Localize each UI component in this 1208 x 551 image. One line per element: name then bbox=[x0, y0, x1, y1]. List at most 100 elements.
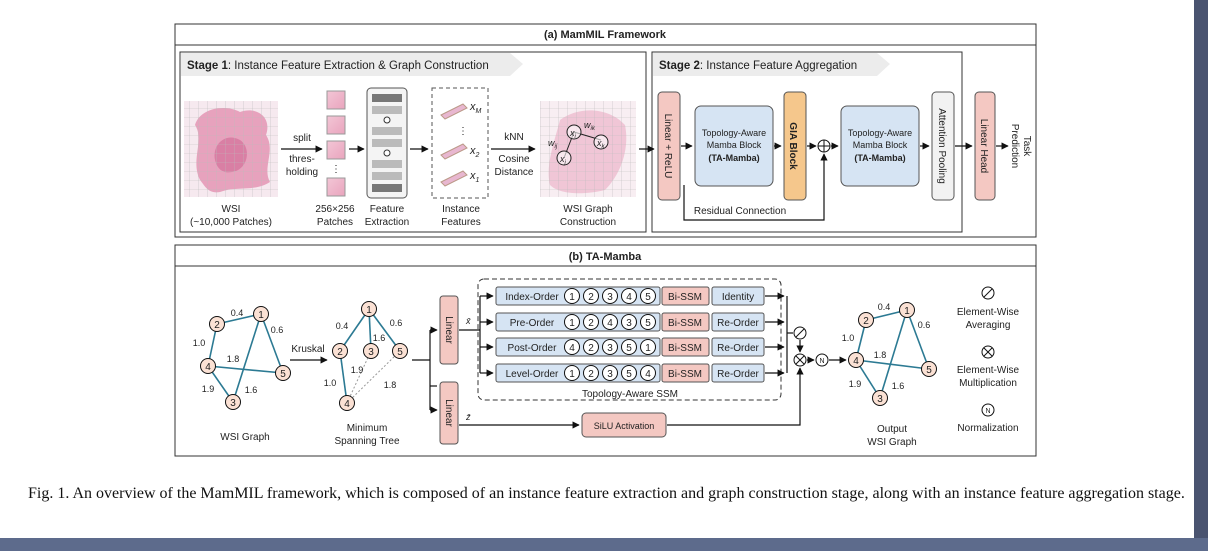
out-w6: 1.6 bbox=[892, 381, 905, 391]
holding-label: holding bbox=[286, 167, 318, 178]
normalization-node bbox=[815, 353, 829, 367]
x-2-label: x2 bbox=[469, 145, 480, 159]
figure-canvas: (a) MamMIL Framework Stage 1: Instance F… bbox=[174, 23, 1037, 457]
g1-w4: 1.8 bbox=[227, 354, 240, 364]
mst-w1: 0.4 bbox=[336, 321, 349, 331]
graph-label-1: WSI Graph bbox=[563, 204, 612, 215]
seq-node bbox=[564, 339, 580, 355]
bi-ssm-box bbox=[661, 363, 710, 383]
seq-node bbox=[564, 365, 580, 381]
order-label: Level-Order bbox=[506, 369, 559, 380]
patch-stack: ⋮ bbox=[326, 90, 346, 197]
seq-node-label: 3 bbox=[607, 292, 613, 303]
x-m-label: xM bbox=[469, 101, 482, 115]
attention-pooling-label: Attention Pooling bbox=[936, 108, 947, 184]
mst-w5: 1.0 bbox=[324, 378, 337, 388]
instance-label-1: Instance bbox=[442, 204, 480, 215]
seq-node bbox=[602, 314, 618, 330]
window-edge-right bbox=[1194, 0, 1208, 551]
bi-ssm-box bbox=[661, 337, 710, 357]
bi-ssm-box bbox=[661, 286, 710, 306]
bi-ssm-label: Bi-SSM bbox=[668, 343, 702, 354]
ta2-line3: (TA-Mamba) bbox=[854, 153, 905, 163]
g1-node-2: 2 bbox=[214, 320, 220, 331]
g1-node-4: 4 bbox=[205, 362, 211, 373]
seq-node-label: 2 bbox=[588, 318, 594, 329]
seq-node bbox=[640, 314, 656, 330]
ta1-line2: Mamba Block bbox=[707, 140, 762, 150]
topology-ssm-box bbox=[477, 278, 782, 401]
ta-mamba-block-2 bbox=[840, 105, 920, 187]
bi-ssm-label: Bi-SSM bbox=[668, 318, 702, 329]
g1-node-3: 3 bbox=[230, 398, 236, 409]
linear-z-label: Linear bbox=[443, 399, 454, 427]
knn-label: kNN bbox=[504, 132, 523, 143]
feature-extractor-icon bbox=[366, 87, 408, 199]
post-box bbox=[711, 286, 765, 306]
seq-node-label: 3 bbox=[626, 318, 632, 329]
graph-node-k: xk bbox=[596, 138, 606, 150]
gia-block bbox=[783, 91, 807, 201]
residual-label: Residual Connection bbox=[694, 206, 786, 217]
out-w2: 0.6 bbox=[918, 320, 931, 330]
topology-ssm-label: Topology-Aware SSM bbox=[582, 389, 678, 400]
mst-node-4: 4 bbox=[344, 399, 350, 410]
cosine-label: Cosine bbox=[498, 154, 530, 165]
seq-node-label: 2 bbox=[588, 292, 594, 303]
bi-ssm-label: Bi-SSM bbox=[668, 369, 702, 380]
g1-node-5: 5 bbox=[280, 369, 286, 380]
seq-node-label: 4 bbox=[645, 369, 651, 380]
legend-norm-symbol: N bbox=[985, 408, 990, 415]
seq-node bbox=[640, 365, 656, 381]
seq-node-label: 1 bbox=[645, 343, 651, 354]
out-node-2: 2 bbox=[863, 316, 869, 327]
g1-w5: 1.9 bbox=[202, 384, 215, 394]
x-1-label: x1 bbox=[469, 170, 480, 184]
mst-removed-edges bbox=[346, 350, 401, 404]
linear-head-block bbox=[974, 91, 996, 201]
mst-label-1: Minimum bbox=[347, 423, 388, 434]
mst-w4: 1.9 bbox=[351, 365, 364, 375]
out-node-3: 3 bbox=[877, 394, 883, 405]
edge-ik: wik bbox=[584, 120, 596, 132]
wsi-graph-label: WSI Graph bbox=[220, 432, 269, 443]
order-label: Post-Order bbox=[508, 343, 558, 354]
mst-label-2: Spanning Tree bbox=[334, 436, 399, 447]
seq-node bbox=[583, 314, 599, 330]
ta1-line3: (TA-Mamba) bbox=[708, 153, 759, 163]
seq-node-label: 2 bbox=[588, 343, 594, 354]
linear-relu-label: Linear + ReLU bbox=[662, 114, 673, 179]
linear-relu-block bbox=[657, 91, 681, 201]
wsi-label-2: (~10,000 Patches) bbox=[190, 217, 272, 228]
seq-node bbox=[602, 365, 618, 381]
post-label: Identity bbox=[722, 292, 754, 303]
instance-label-2: Features bbox=[441, 217, 480, 228]
feature-label-1: Feature bbox=[370, 204, 405, 215]
post-box bbox=[711, 363, 765, 383]
feature-label-2: Extraction bbox=[365, 217, 409, 228]
seq-node bbox=[583, 365, 599, 381]
seq-node bbox=[583, 288, 599, 304]
seq-node bbox=[621, 314, 637, 330]
wsi-graph-nodes bbox=[200, 306, 291, 410]
stage1-title: Stage 1: Instance Feature Extraction & G… bbox=[187, 60, 489, 72]
gia-label: GIA Block bbox=[787, 122, 798, 170]
seq-node-label: 1 bbox=[569, 292, 575, 303]
legend-norm-1: Normalization bbox=[957, 423, 1018, 434]
seq-node-label: 1 bbox=[569, 318, 575, 329]
g1-w6: 1.6 bbox=[245, 385, 258, 395]
seq-node bbox=[640, 339, 656, 355]
silu-block bbox=[581, 412, 667, 438]
ta-mamba-block-1 bbox=[694, 105, 774, 187]
panel-b-title: (b) TA-Mamba bbox=[569, 251, 642, 263]
post-label: Re-Order bbox=[717, 318, 759, 329]
seq-node-label: 2 bbox=[588, 369, 594, 380]
seq-node bbox=[621, 288, 637, 304]
seq-node bbox=[602, 339, 618, 355]
out-w4: 1.8 bbox=[874, 350, 887, 360]
prediction-label: Prediction bbox=[1009, 124, 1020, 168]
mst-nodes bbox=[332, 301, 408, 411]
ta2-line1: Topology-Aware bbox=[848, 128, 912, 138]
seq-node-label: 5 bbox=[645, 318, 651, 329]
out-node-1: 1 bbox=[904, 306, 910, 317]
